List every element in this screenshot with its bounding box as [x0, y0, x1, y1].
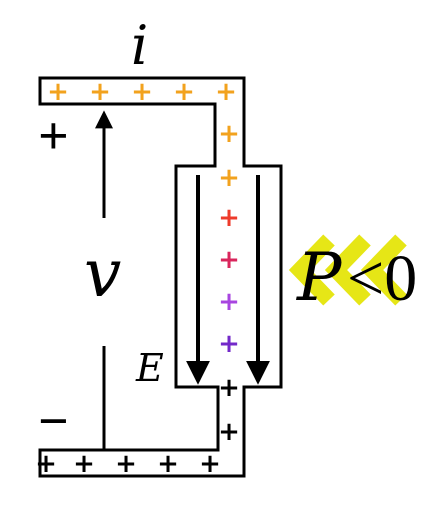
right-charges: + + + + + + + +	[218, 119, 240, 447]
charge-plus: +	[215, 77, 237, 107]
charge-plus: +	[157, 449, 179, 479]
field-label: E	[135, 346, 164, 390]
charge-plus: +	[89, 77, 111, 107]
charge-plus: +	[173, 77, 195, 107]
charge-plus: +	[35, 449, 57, 479]
charge-plus: +	[131, 77, 153, 107]
power-highlight-chevrons	[288, 234, 407, 306]
charge-plus: +	[73, 449, 95, 479]
charge-plus: +	[115, 449, 137, 479]
charge-plus: +	[218, 373, 240, 403]
charge-plus: +	[218, 203, 240, 233]
charge-plus: +	[218, 163, 240, 193]
bottom-charges: + + + + +	[35, 449, 221, 479]
power-relation: <0	[347, 242, 417, 315]
charge-plus: +	[47, 77, 69, 107]
voltage-label: v	[84, 235, 121, 312]
charge-plus: +	[199, 449, 221, 479]
charge-plus: +	[218, 119, 240, 149]
power-symbol: P	[296, 239, 343, 316]
minus-terminal: −	[38, 391, 69, 451]
wire-outline	[38, 76, 283, 478]
charge-plus: +	[218, 417, 240, 447]
charge-plus: +	[218, 245, 240, 275]
plus-terminal: +	[38, 106, 69, 166]
charge-plus: +	[218, 329, 240, 359]
charge-plus: +	[218, 287, 240, 317]
top-charges: + + + + +	[47, 77, 237, 107]
current-label: i	[131, 14, 148, 77]
